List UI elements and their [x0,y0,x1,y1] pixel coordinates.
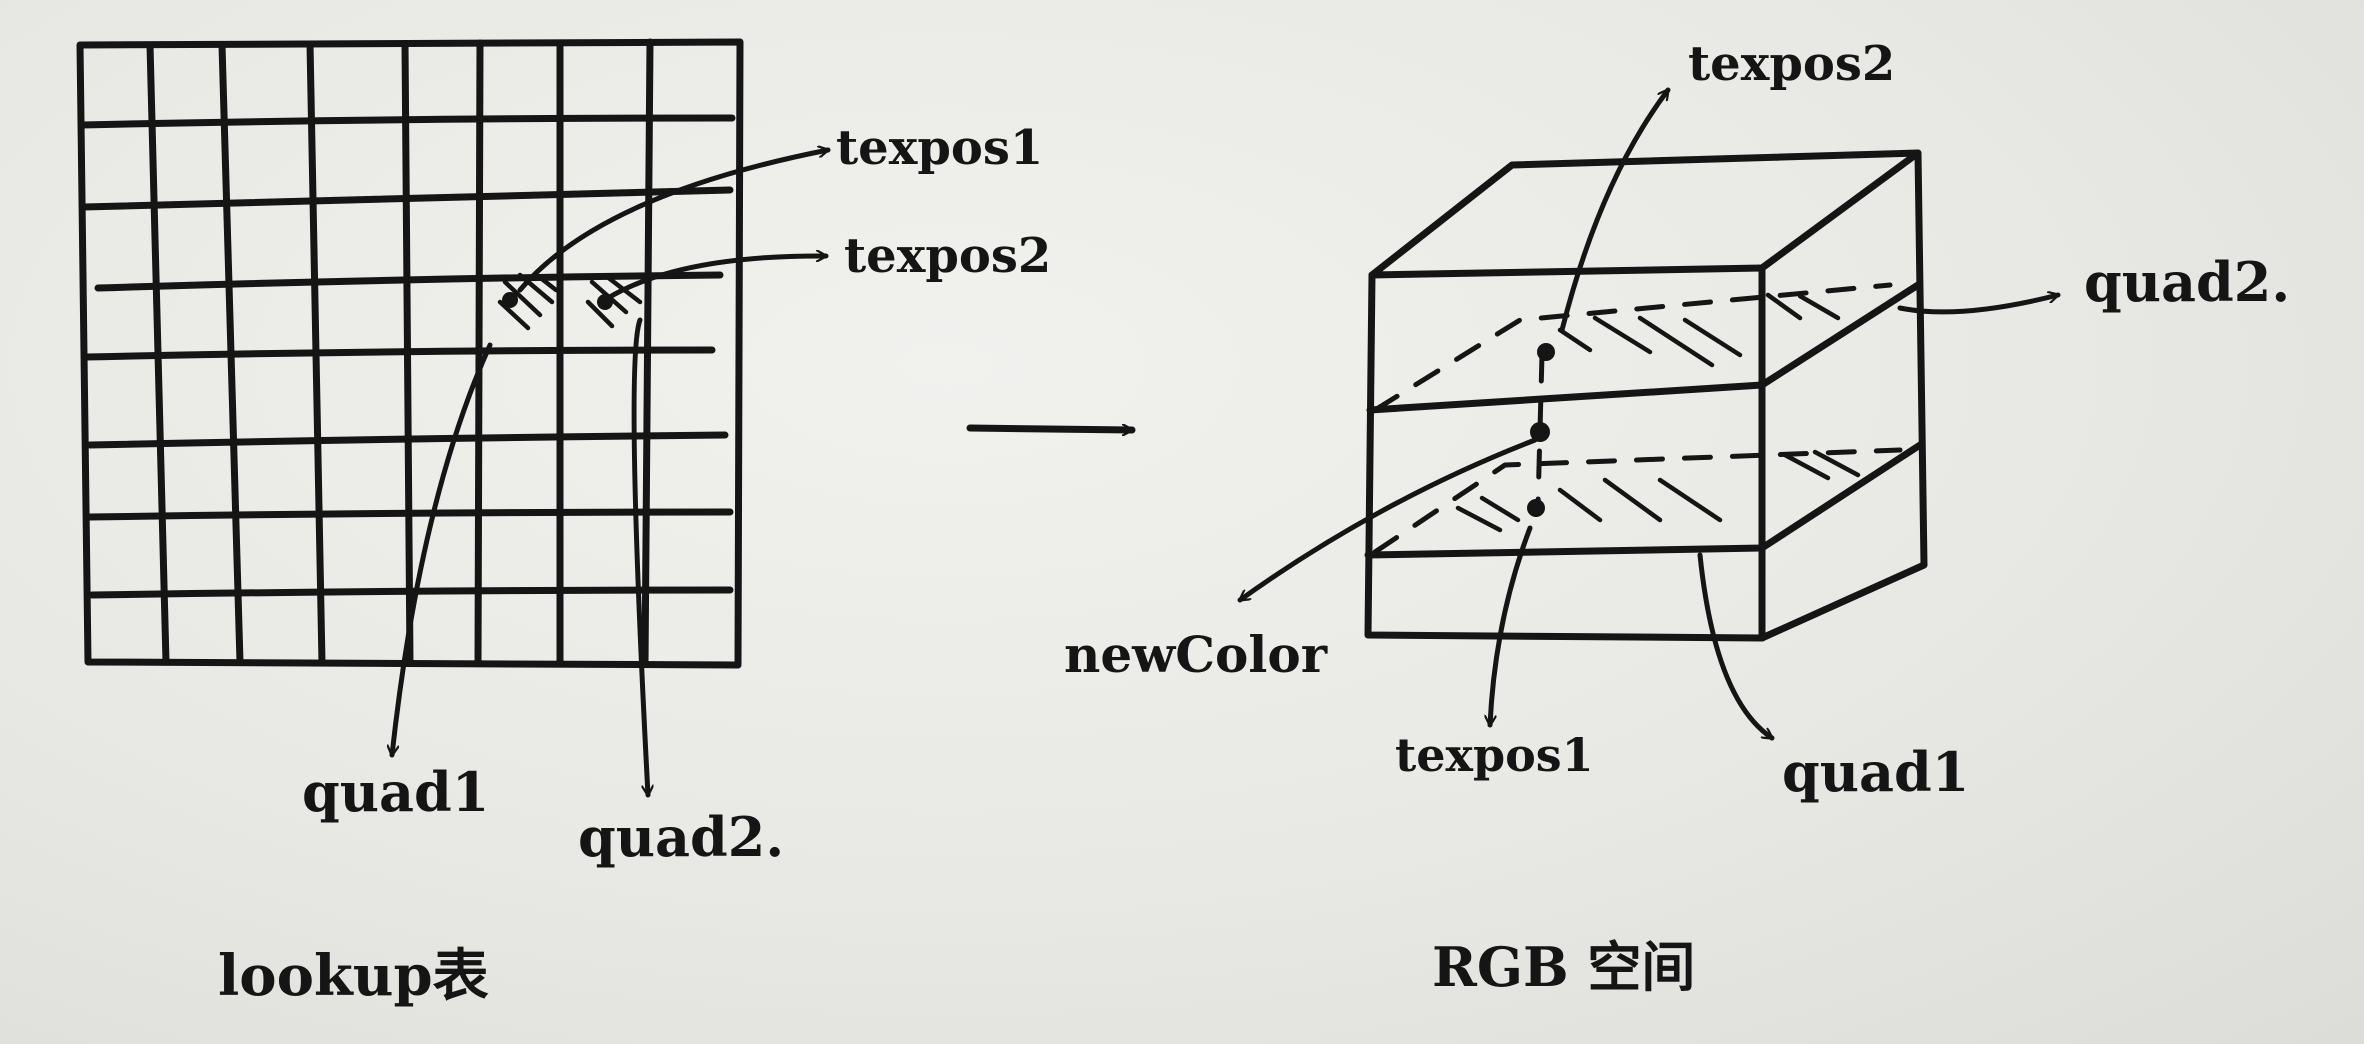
arrow-to-texpos1-right [1490,525,1533,728]
quad2-slice-dashed [1372,282,1893,413]
rgb-cube [1240,90,2058,741]
texpos1-cell-hatch [497,272,559,331]
grid-horizontal-lines [78,114,736,599]
label-quad1-left: quad1 [302,760,490,824]
quad1-slice-hatch [1455,449,1861,533]
texpos2-cube-point [1537,343,1555,361]
label-quad2-left: quad2. [578,805,785,869]
arrow-to-texpos2-left [605,256,829,301]
cube-right-face [1758,149,1928,642]
arrow-to-quad2-right [1897,295,2058,315]
arrow-to-quad2-left [631,317,648,798]
label-texpos1-right: texpos1 [1395,728,1594,782]
grid-frame [76,38,744,669]
cube-top-face [1368,149,1922,279]
label-texpos2-right: texpos2 [1688,36,1896,92]
texpos1-point [502,292,518,308]
transition-arrow [966,428,1136,430]
lookup-grid [76,38,829,798]
label-newcolor: newColor [1064,625,1328,684]
quad1-slice-edge [1364,441,1924,559]
arrow-to-newcolor [1240,437,1538,603]
quad2-slice-hatch [1557,292,1841,368]
label-quad1-right: quad1 [1782,740,1970,804]
caption-rgb-space: RGB 空间 [1432,935,1696,999]
arrow-to-texpos2-right [1559,90,1671,333]
arrow-to-quad1-right [1697,552,1772,741]
label-texpos1-left: texpos1 [836,120,1044,176]
label-texpos2-left: texpos2 [844,228,1052,284]
arrow-to-texpos1-left [517,150,828,293]
quad1-slice-dashed [1372,447,1903,555]
newcolor-point [1530,422,1550,442]
label-quad2-right: quad2. [2084,250,2291,314]
caption-lookup-table: lookup表 [218,943,489,1009]
texpos1-cube-point [1527,499,1545,517]
quad2-slice-edge [1366,281,1922,414]
arrow-to-quad1-left [392,342,493,755]
